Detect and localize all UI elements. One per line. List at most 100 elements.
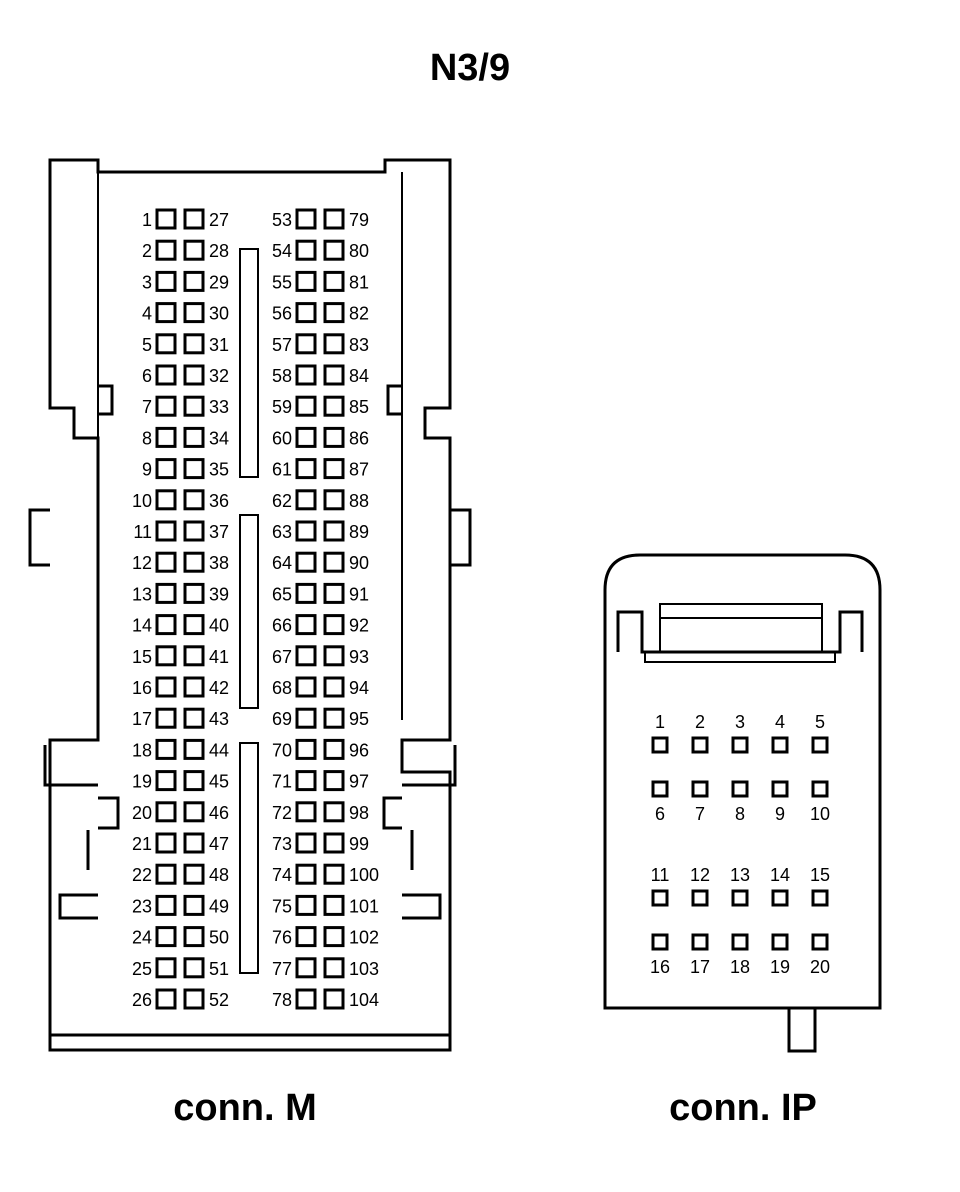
connector-ip-pin-7: [691, 780, 709, 798]
connector-m-pin-label: 95: [349, 709, 369, 729]
connector-m-pin-label: 9: [142, 460, 152, 480]
connector-m-pin-label: 38: [209, 553, 229, 573]
connector-m-pin-52: [183, 988, 205, 1010]
connector-m-pin-102: [323, 926, 345, 948]
connector-ip-pin-label: 6: [655, 804, 665, 824]
connector-m-rib-middle: [239, 514, 259, 709]
connector-m-pin-6: [155, 364, 177, 386]
connector-m-pin-38: [183, 551, 205, 573]
connector-ip-caption: conn. IP: [669, 1087, 817, 1129]
connector-m-pin-25: [155, 957, 177, 979]
connector-ip-pin-12: [691, 889, 709, 907]
connector-m-pin-77: [295, 957, 317, 979]
connector-m-pin-label: 40: [209, 616, 229, 636]
connector-m-pin-label: 92: [349, 616, 369, 636]
connector-m-pin-label: 86: [349, 428, 369, 448]
connector-m-pin-32: [183, 364, 205, 386]
connector-m-pin-68: [295, 676, 317, 698]
connector-m-pin-59: [295, 395, 317, 417]
connector-ip-pin-19: [771, 933, 789, 951]
connector-ip-pin-16: [651, 933, 669, 951]
connector-m-pin-11: [155, 520, 177, 542]
connector-m-pins: [155, 208, 345, 1010]
connector-m-pin-96: [323, 738, 345, 760]
connector-m-pin-label: 82: [349, 304, 369, 324]
connector-m-pin-label: 69: [272, 709, 292, 729]
connector-m-pin-label: 49: [209, 896, 229, 916]
connector-m-pin-47: [183, 832, 205, 854]
connector-m-pin-103: [323, 957, 345, 979]
connector-m-pin-label: 15: [132, 647, 152, 667]
connector-ip-pin-label: 7: [695, 804, 705, 824]
connector-m-pin-66: [295, 614, 317, 636]
connector-m-pin-92: [323, 614, 345, 636]
connector-ip-body: [603, 553, 882, 1010]
connector-m-pin-label: 59: [272, 397, 292, 417]
connector-m-pin-label: 91: [349, 584, 369, 604]
connector-m-pin-label: 4: [142, 304, 152, 324]
connector-m-pin-88: [323, 489, 345, 511]
connector-m-pin-label: 53: [272, 210, 292, 230]
connector-ip-housing: [603, 553, 882, 1053]
connector-m-base: [48, 1035, 452, 1052]
connector-ip-pin-13: [731, 889, 749, 907]
connector-m-pin-label: 104: [349, 990, 379, 1010]
connector-m-pin-label: 6: [142, 366, 152, 386]
connector-m-pin-104: [323, 988, 345, 1010]
connector-m-pin-29: [183, 270, 205, 292]
connector-m-pin-label: 89: [349, 522, 369, 542]
connector-ip-pin-15: [811, 889, 829, 907]
connector-m-pin-16: [155, 676, 177, 698]
connector-m-pin-label: 45: [209, 772, 229, 792]
connector-m-pin-label: 98: [349, 803, 369, 823]
connector-m-right-notch-lower: [382, 796, 402, 830]
connector-m-pin-61: [295, 458, 317, 480]
connector-m-pin-label: 20: [132, 803, 152, 823]
connector-m-right-notch-upper: [386, 384, 402, 416]
connector-ip-pin-label: 17: [690, 957, 710, 977]
connector-m-pin-39: [183, 582, 205, 604]
connector-ip-pin-5: [811, 736, 829, 754]
connector-m-pin-label: 47: [209, 834, 229, 854]
connector-ip-pin-label: 20: [810, 957, 830, 977]
connector-m-pin-89: [323, 520, 345, 542]
connector-ip-pin-label: 9: [775, 804, 785, 824]
connector-m-pin-94: [323, 676, 345, 698]
connector-ip-pin-label: 8: [735, 804, 745, 824]
connector-m-pin-33: [183, 395, 205, 417]
connector-m-pin-75: [295, 894, 317, 916]
connector-ip-pin-8: [731, 780, 749, 798]
connector-m-pin-label: 76: [272, 928, 292, 948]
connector-m-pin-label: 61: [272, 460, 292, 480]
connector-m-pin-label: 60: [272, 428, 292, 448]
connector-m-pin-label: 66: [272, 616, 292, 636]
connector-m-pin-label: 94: [349, 678, 369, 698]
connector-m-pin-56: [295, 302, 317, 324]
connector-m-pin-63: [295, 520, 317, 542]
connector-m-pin-12: [155, 551, 177, 573]
connector-m-pin-76: [295, 926, 317, 948]
connector-m-pin-label: 80: [349, 241, 369, 261]
connector-m-pin-69: [295, 707, 317, 729]
connector-m-pin-label: 32: [209, 366, 229, 386]
connector-ip-pin-label: 4: [775, 712, 785, 732]
connector-m-pin-50: [183, 926, 205, 948]
connector-m-pin-label: 74: [272, 865, 292, 885]
connector-ip-pin-label: 16: [650, 957, 670, 977]
connector-m-pin-67: [295, 645, 317, 667]
connector-m-pin-73: [295, 832, 317, 854]
connector-m-pin-label: 36: [209, 491, 229, 511]
connector-m-pin-64: [295, 551, 317, 573]
connector-m-pin-label: 2: [142, 241, 152, 261]
connector-m-pin-97: [323, 770, 345, 792]
connector-m-pin-86: [323, 426, 345, 448]
connector-m-pin-label: 79: [349, 210, 369, 230]
connector-ip-pin-10: [811, 780, 829, 798]
connector-m-pin-label: 5: [142, 335, 152, 355]
connector-m-pin-40: [183, 614, 205, 636]
connector-m-pin-label: 42: [209, 678, 229, 698]
connector-m-pin-label: 23: [132, 896, 152, 916]
connector-m-pin-label: 65: [272, 584, 292, 604]
connector-m-pin-101: [323, 894, 345, 916]
